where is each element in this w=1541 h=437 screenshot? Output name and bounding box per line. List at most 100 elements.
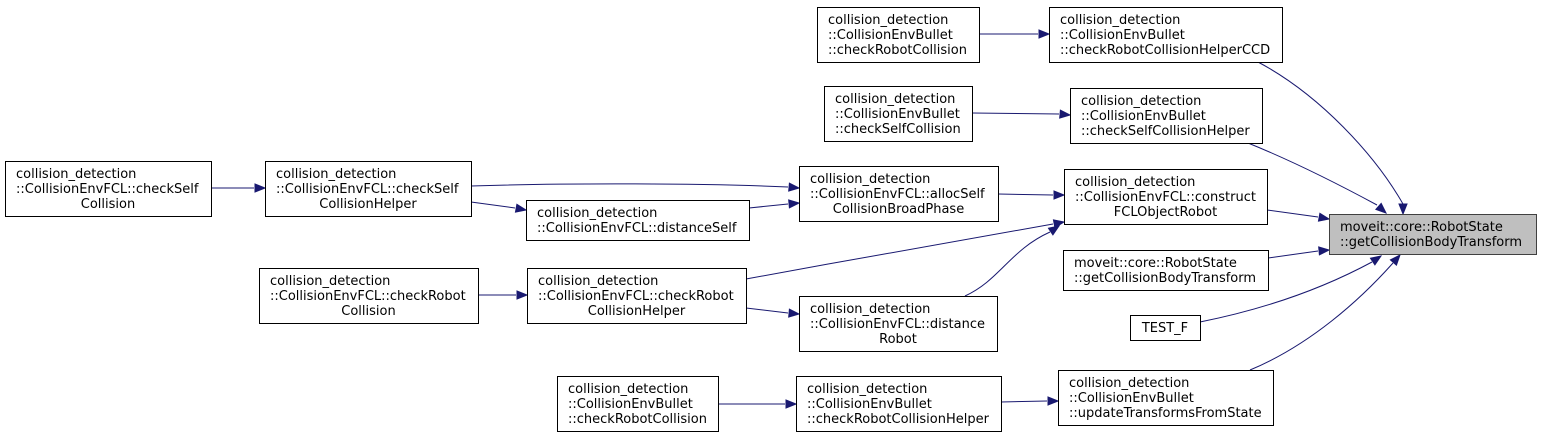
node-label-line: ::CollisionEnvBullet xyxy=(1081,109,1206,124)
node-label-line: ::CollisionEnvFCL::construct xyxy=(1075,190,1256,205)
node-label-line: ::checkSelfCollisionHelper xyxy=(1081,124,1250,139)
node-label-line: ::updateTransformsFromState xyxy=(1069,406,1262,421)
node-label-line: moveit::core::RobotState xyxy=(1074,256,1237,271)
graph-node[interactable]: collision_detection::CollisionEnvBullet:… xyxy=(817,7,980,63)
edge-overload-to-target xyxy=(1267,246,1331,259)
node-label-line: TEST_F xyxy=(1141,321,1188,336)
graph-node[interactable]: collision_detection::CollisionEnvBullet:… xyxy=(557,376,719,432)
edge-line xyxy=(470,183,789,188)
node-box xyxy=(265,161,472,217)
edge-line xyxy=(1266,209,1319,218)
edge-line xyxy=(748,203,789,209)
node-box xyxy=(526,200,750,241)
node-label-line: ::CollisionEnvBullet xyxy=(1060,28,1185,43)
node-box xyxy=(1329,214,1537,255)
node-label-line: collision_detection xyxy=(537,206,657,221)
node-label-line: ::getCollisionBodyTransform xyxy=(1074,271,1256,286)
edge-fcl-robothelper-to-fcl-construct xyxy=(745,219,1066,280)
node-box xyxy=(259,268,479,324)
graph-node[interactable]: collision_detection::CollisionEnvFCL::di… xyxy=(526,200,750,241)
node-label-line: collision_detection xyxy=(810,172,930,187)
graph-node[interactable]: moveit::core::RobotState::getCollisionBo… xyxy=(1063,250,1269,291)
graph-node[interactable]: collision_detection::CollisionEnvBullet:… xyxy=(824,86,973,142)
graph-node[interactable]: collision_detection::CollisionEnvFCL::al… xyxy=(799,166,999,222)
arrowhead-icon xyxy=(1059,109,1072,119)
edge-line xyxy=(470,201,516,209)
edge-line xyxy=(1267,250,1319,259)
edge-bullet-checkrobot-bottom-to-bullet-robothelper xyxy=(718,399,798,409)
arrowhead-icon xyxy=(788,182,801,192)
edge-bullet-ccd-to-target xyxy=(1257,61,1408,216)
edge-line xyxy=(1000,400,1048,403)
edge-line xyxy=(1257,61,1404,205)
edge-fcl-alloc-to-fcl-construct xyxy=(997,190,1066,200)
node-box xyxy=(1130,315,1201,341)
edge-fcl-construct-to-target xyxy=(1266,209,1331,222)
node-box xyxy=(824,86,973,142)
arrowhead-icon xyxy=(516,290,529,300)
edge-line xyxy=(964,231,1051,297)
edge-line xyxy=(997,193,1054,196)
graph-node[interactable]: collision_detection::CollisionEnvBullet:… xyxy=(1049,7,1283,63)
edge-line xyxy=(971,112,1060,115)
arrowhead-icon xyxy=(788,308,801,318)
arrowhead-icon xyxy=(1052,219,1066,229)
node-box xyxy=(557,376,719,432)
node-box xyxy=(799,166,999,222)
arrowhead-icon xyxy=(785,399,798,409)
graph-node[interactable]: collision_detection::CollisionEnvFCL::ch… xyxy=(259,268,479,324)
edge-line xyxy=(745,307,789,314)
node-box xyxy=(1058,370,1274,426)
node-label-line: collision_detection xyxy=(1069,376,1189,391)
arrowhead-icon xyxy=(1375,202,1388,214)
graph-node[interactable]: collision_detection::CollisionEnvFCL::ch… xyxy=(5,161,212,217)
node-label-line: ::getCollisionBodyTransform xyxy=(1340,235,1522,250)
graph-node[interactable]: collision_detection::CollisionEnvBullet:… xyxy=(796,376,1002,432)
node-label-line: collision_detection xyxy=(1075,175,1195,190)
arrowhead-icon xyxy=(1038,29,1051,39)
node-box xyxy=(1064,169,1268,225)
node-label-line: ::checkRobotCollisionHelper xyxy=(807,412,990,427)
edge-bullet-update-to-target xyxy=(1249,253,1401,371)
graph-node[interactable]: collision_detection::CollisionEnvFCL::di… xyxy=(799,296,998,352)
node-label-line: collision_detection xyxy=(568,382,688,397)
node-box xyxy=(799,296,998,352)
edge-fcl-checkself-to-fcl-selfhelper xyxy=(211,183,267,193)
graph-node[interactable]: collision_detection::CollisionEnvFCL::co… xyxy=(1064,169,1268,225)
arrowhead-icon xyxy=(1389,253,1401,267)
node-label-line: collision_detection xyxy=(810,302,930,317)
node-label-line: collision_detection xyxy=(807,382,927,397)
graph-node[interactable]: TEST_F xyxy=(1130,315,1201,341)
node-label-line: collision_detection xyxy=(835,92,955,107)
edge-fcl-selfhelper-to-fcl-distself xyxy=(470,201,528,213)
arrowhead-icon xyxy=(788,199,801,209)
node-label-line: CollisionBroadPhase xyxy=(833,202,964,217)
edge-bullet-checkrobot-top-to-bullet-ccd xyxy=(979,29,1051,39)
edge-bullet-robothelper-to-bullet-update xyxy=(1000,396,1060,406)
node-box xyxy=(1063,250,1269,291)
focus-node: moveit::core::RobotState::getCollisionBo… xyxy=(1329,214,1537,255)
node-label-line: ::CollisionEnvBullet xyxy=(807,397,932,412)
node-label-line: ::checkRobotCollision xyxy=(568,412,707,427)
node-label-line: Collision xyxy=(341,304,395,319)
graph-node[interactable]: collision_detection::CollisionEnvBullet:… xyxy=(1070,88,1263,144)
node-label-line: collision_detection xyxy=(276,167,396,182)
node-box xyxy=(1070,88,1263,144)
graph-node[interactable]: collision_detection::CollisionEnvFCL::ch… xyxy=(265,161,472,217)
node-label-line: CollisionHelper xyxy=(319,197,417,212)
node-box xyxy=(1049,7,1283,63)
node-label-line: ::CollisionEnvFCL::distance xyxy=(810,317,985,332)
edge-fcl-selfhelper-to-fcl-alloc xyxy=(470,182,801,192)
node-label-line: collision_detection xyxy=(828,13,948,28)
arrowhead-icon xyxy=(1053,190,1066,200)
graph-node[interactable]: collision_detection::CollisionEnvFCL::ch… xyxy=(527,268,747,324)
node-label-line: moveit::core::RobotState xyxy=(1340,220,1503,235)
node-label-line: collision_detection xyxy=(538,274,658,289)
node-label-line: ::CollisionEnvBullet xyxy=(828,28,953,43)
graph-node[interactable]: collision_detection::CollisionEnvBullet:… xyxy=(1058,370,1274,426)
edge-test-to-target xyxy=(1199,255,1383,323)
arrowhead-icon xyxy=(1369,255,1383,266)
node-label-line: ::CollisionEnvFCL::checkRobot xyxy=(538,289,734,304)
node-box xyxy=(817,7,980,63)
